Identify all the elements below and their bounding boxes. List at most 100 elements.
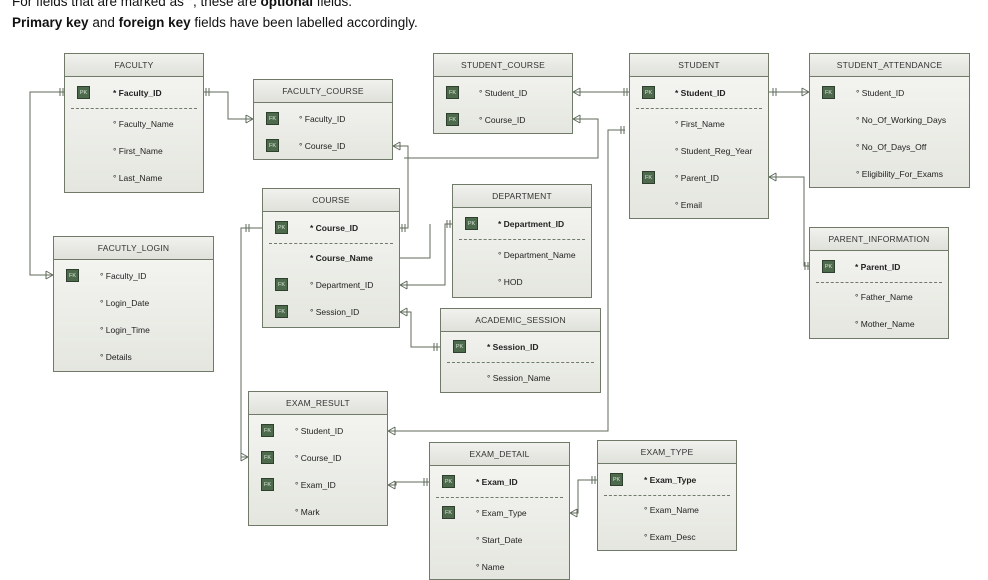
fk-key-badge: FK (266, 139, 279, 152)
entity-title: EXAM_RESULT (249, 392, 387, 415)
crows-foot-marker (399, 280, 408, 290)
crows-foot-marker (392, 141, 401, 151)
header-bold-foreign-key: foreign key (118, 15, 191, 30)
attribute-name: ° Mark (295, 507, 320, 517)
fk-key-badge: FK (442, 506, 455, 519)
attribute-name: ° Exam_Desc (644, 532, 696, 542)
fk-key-badge: FK (266, 112, 279, 125)
attribute-row: ° Start_Date (430, 533, 569, 547)
attribute-name: ° Faculty_ID (299, 114, 346, 124)
key-separator (269, 243, 393, 244)
crows-foot-marker (399, 307, 408, 317)
key-separator (816, 282, 942, 283)
attribute-name: ° Exam_Type (476, 508, 527, 518)
attribute-row: ° Login_Date (54, 296, 213, 310)
entity-title: FACULTY (65, 54, 203, 77)
entity-title: STUDENT_COURSE (434, 54, 572, 77)
header-text: , these are (192, 0, 261, 9)
attribute-name: ° HOD (498, 277, 523, 287)
rel-exam-detail-type (570, 479, 597, 514)
one-marker (401, 224, 406, 232)
header-line-keys: Primary key and foreign key fields have … (12, 15, 418, 30)
attribute-name: ° Login_Time (100, 325, 150, 335)
fk-key-badge: FK (642, 171, 655, 184)
attribute-row: FK ° Department_ID (263, 278, 399, 292)
fk-key-badge: FK (275, 278, 288, 291)
attribute-row: ° Faculty_Name (65, 117, 203, 131)
attribute-name: ° Exam_Name (644, 505, 699, 515)
attribute-name: ° Course_ID (295, 453, 342, 463)
optional-marker: ° (187, 0, 193, 9)
fk-key-badge: FK (822, 86, 835, 99)
attribute-row: PK* Course_ID (263, 221, 399, 235)
crows-foot-marker (572, 87, 581, 97)
fk-key-badge: FK (275, 305, 288, 318)
attribute-row: FK ° Faculty_ID (254, 112, 392, 126)
pk-key-badge: PK (77, 86, 90, 99)
crows-foot-marker (245, 114, 254, 124)
attribute-row: FK ° Course_ID (254, 139, 392, 153)
key-separator (447, 362, 594, 363)
attribute-name: * Course_Name (310, 253, 373, 263)
attribute-name: ° Session_ID (310, 307, 360, 317)
attribute-row: FK ° Session_ID (263, 305, 399, 319)
attribute-name: ° First_Name (113, 146, 163, 156)
one-marker (205, 88, 210, 96)
attribute-row: ° Name (430, 560, 569, 574)
attribute-name: ° Email (675, 200, 703, 210)
one-marker (623, 88, 628, 96)
attribute-row: ° First_Name (65, 144, 203, 158)
attribute-name: ° Course_ID (299, 141, 346, 151)
pk-key-badge: PK (442, 475, 455, 488)
fk-key-badge: FK (261, 478, 274, 491)
attribute-row: ° Details (54, 350, 213, 364)
attribute-name: ° Mother_Name (855, 319, 915, 329)
pk-key-badge: PK (642, 86, 655, 99)
pk-key-badge: PK (822, 260, 835, 273)
key-separator (459, 239, 585, 240)
attribute-row: PK* Session_ID (441, 340, 600, 354)
entity-title: STUDENT (630, 54, 768, 77)
one-marker (591, 476, 596, 484)
attribute-name: ° Department_ID (310, 280, 374, 290)
header-line-optional: For fields that are marked as °, these a… (12, 0, 352, 9)
one-marker (804, 262, 809, 270)
crows-foot-marker (569, 508, 578, 518)
attribute-row: ° No_Of_Days_Off (810, 140, 969, 154)
attribute-row: FK° Course_ID (249, 451, 387, 465)
key-separator (604, 495, 730, 496)
rel-student-parent (769, 176, 809, 267)
rel-faculty-faculty-login (29, 91, 64, 276)
rel-student-course-course (404, 118, 599, 159)
attribute-name: ° Course_ID (479, 115, 526, 125)
attribute-name: ° Eligibility_For_Exams (856, 169, 944, 179)
rel-course-exam-result (240, 227, 262, 458)
attribute-name: ° Login_Date (100, 298, 150, 308)
key-separator (436, 497, 563, 498)
attribute-row: ° Last_Name (65, 171, 203, 185)
crows-foot-marker (387, 426, 396, 436)
attribute-row: ° Session_Name (441, 371, 600, 385)
header-bold-primary-key: Primary key (12, 15, 89, 30)
crows-foot-marker (801, 87, 810, 97)
entity-title: FACUTLY_LOGIN (54, 237, 213, 260)
entity-title: STUDENT_ATTENDANCE (810, 54, 969, 77)
attribute-name: ° Faculty_ID (100, 271, 147, 281)
attribute-name: * Student_ID (675, 88, 726, 98)
attribute-row: ° Exam_Desc (598, 530, 736, 544)
header-text: and (88, 15, 119, 30)
pk-key-badge: PK (275, 221, 288, 234)
attribute-row: ° First_Name (630, 117, 768, 131)
attribute-name: ° No_Of_Working_Days (856, 115, 947, 125)
entity-title: PARENT_INFORMATION (810, 228, 948, 251)
attribute-name: * Session_ID (487, 342, 539, 352)
attribute-name: * Parent_ID (855, 262, 901, 272)
attribute-row: ° Student_Reg_Year (630, 144, 768, 158)
attribute-row: PK* Faculty_ID (65, 86, 203, 100)
rel-exam-result-detail (388, 481, 429, 486)
attribute-name: ° Last_Name (113, 173, 163, 183)
entity-title: FACULTY_COURSE (254, 80, 392, 103)
